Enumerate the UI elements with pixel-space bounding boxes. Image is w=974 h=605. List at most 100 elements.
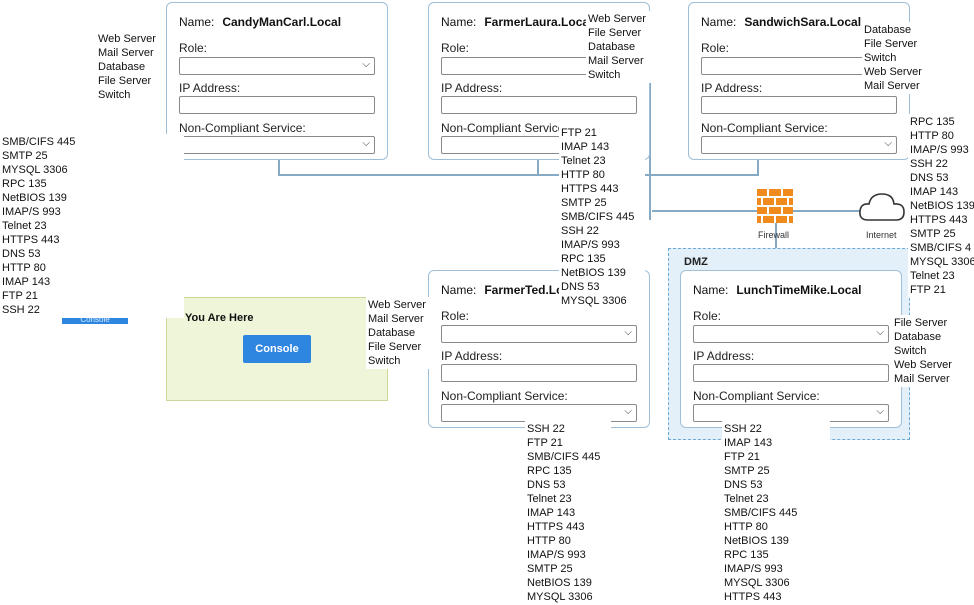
option-item[interactable]: IMAP/S 993: [724, 563, 783, 575]
option-item[interactable]: MYSQL 3306: [561, 295, 627, 307]
option-item[interactable]: Switch: [98, 89, 131, 101]
option-item[interactable]: DNS 53: [561, 281, 600, 293]
option-item[interactable]: FTP 21: [724, 451, 760, 463]
option-item[interactable]: Switch: [864, 52, 897, 64]
option-item[interactable]: MYSQL 3306: [910, 256, 974, 268]
option-item[interactable]: RPC 135: [2, 178, 47, 190]
option-item[interactable]: Telnet 23: [910, 270, 955, 282]
option-item[interactable]: SMTP 25: [2, 150, 48, 162]
option-item[interactable]: Telnet 23: [561, 155, 606, 167]
option-item[interactable]: SSH 22: [910, 158, 948, 170]
option-item[interactable]: HTTPS 443: [2, 234, 60, 246]
option-item[interactable]: FTP 21: [2, 290, 38, 302]
role-select[interactable]: ⌵: [693, 325, 889, 343]
option-item[interactable]: Database: [98, 61, 146, 73]
option-item[interactable]: Web Server: [864, 66, 922, 78]
ip-address-input[interactable]: [701, 96, 897, 114]
option-item[interactable]: Web Server: [894, 359, 952, 371]
option-item[interactable]: SMB/CIFS 445: [561, 211, 635, 223]
option-item[interactable]: Switch: [588, 69, 621, 81]
option-item[interactable]: NetBIOS 139: [561, 267, 626, 279]
option-item[interactable]: DNS 53: [527, 479, 566, 491]
option-item[interactable]: Database: [588, 41, 636, 53]
option-item[interactable]: Database: [864, 24, 912, 36]
option-item[interactable]: File Server: [864, 38, 918, 50]
option-item[interactable]: SMB/CIFS 445: [527, 451, 601, 463]
ip-address-input[interactable]: [179, 96, 375, 114]
option-item[interactable]: SSH 22: [2, 304, 40, 316]
option-item[interactable]: SMTP 25: [724, 465, 770, 477]
option-item[interactable]: DNS 53: [2, 248, 41, 260]
option-item[interactable]: Mail Server: [368, 313, 424, 325]
option-item[interactable]: Database: [368, 327, 416, 339]
non-compliant-service-select[interactable]: ⌵: [701, 136, 897, 154]
ip-address-input[interactable]: [441, 364, 637, 382]
option-item[interactable]: IMAP 143: [561, 141, 610, 153]
option-item[interactable]: DNS 53: [724, 479, 763, 491]
option-item[interactable]: SSH 22: [724, 423, 762, 435]
option-item[interactable]: HTTP 80: [2, 262, 46, 274]
option-item[interactable]: RPC 135: [527, 465, 572, 477]
option-item[interactable]: MYSQL 3306: [527, 591, 593, 603]
option-item[interactable]: IMAP/S 993: [527, 549, 586, 561]
option-item[interactable]: IMAP 143: [910, 186, 959, 198]
option-item[interactable]: Switch: [368, 355, 401, 367]
option-item[interactable]: NetBIOS 139: [910, 200, 974, 212]
option-item[interactable]: NetBIOS 139: [2, 192, 67, 204]
option-item[interactable]: DNS 53: [910, 172, 949, 184]
option-item[interactable]: HTTP 80: [910, 130, 954, 142]
non-compliant-service-select[interactable]: ⌵: [693, 404, 889, 422]
option-item[interactable]: HTTPS 443: [910, 214, 968, 226]
option-item[interactable]: RPC 135: [910, 116, 955, 128]
role-select[interactable]: ⌵: [441, 325, 637, 343]
option-item[interactable]: IMAP/S 993: [910, 144, 969, 156]
console-button[interactable]: Console: [243, 335, 311, 363]
option-item[interactable]: HTTPS 443: [561, 183, 619, 195]
option-item[interactable]: Web Server: [368, 299, 426, 311]
option-item[interactable]: Switch: [894, 345, 927, 357]
option-item[interactable]: Mail Server: [588, 55, 644, 67]
option-item[interactable]: HTTP 80: [561, 169, 605, 181]
option-item[interactable]: File Server: [588, 27, 642, 39]
option-item[interactable]: File Server: [894, 317, 948, 329]
option-item[interactable]: IMAP 143: [724, 437, 773, 449]
option-item[interactable]: HTTP 80: [527, 535, 571, 547]
option-item[interactable]: SMB/CIFS 4: [910, 242, 972, 254]
ip-address-input[interactable]: [693, 364, 889, 382]
ip-address-input[interactable]: [441, 96, 637, 114]
option-item[interactable]: Web Server: [98, 33, 156, 45]
option-item[interactable]: File Server: [368, 341, 422, 353]
option-item[interactable]: FTP 21: [527, 437, 563, 449]
option-item[interactable]: RPC 135: [561, 253, 606, 265]
option-item[interactable]: IMAP/S 993: [2, 206, 61, 218]
option-item[interactable]: SMB/CIFS 445: [2, 136, 76, 148]
console-button-partial[interactable]: Console: [62, 316, 128, 324]
option-item[interactable]: HTTPS 443: [527, 521, 585, 533]
option-item[interactable]: HTTP 80: [724, 521, 768, 533]
option-item[interactable]: SMB/CIFS 445: [724, 507, 798, 519]
option-item[interactable]: IMAP 143: [2, 276, 51, 288]
option-item[interactable]: FTP 21: [910, 284, 946, 296]
option-item[interactable]: Mail Server: [98, 47, 154, 59]
option-item[interactable]: SMTP 25: [910, 228, 956, 240]
option-item[interactable]: IMAP 143: [527, 507, 576, 519]
option-item[interactable]: SMTP 25: [527, 563, 573, 575]
option-item[interactable]: File Server: [98, 75, 152, 87]
option-item[interactable]: Web Server: [588, 13, 646, 25]
option-item[interactable]: IMAP/S 993: [561, 239, 620, 251]
option-item[interactable]: Telnet 23: [527, 493, 572, 505]
option-item[interactable]: MYSQL 3306: [2, 164, 68, 176]
option-item[interactable]: Telnet 23: [2, 220, 47, 232]
option-item[interactable]: SSH 22: [561, 225, 599, 237]
option-item[interactable]: FTP 21: [561, 127, 597, 139]
option-item[interactable]: Telnet 23: [724, 493, 769, 505]
option-item[interactable]: SSH 22: [527, 423, 565, 435]
option-item[interactable]: SMTP 25: [561, 197, 607, 209]
